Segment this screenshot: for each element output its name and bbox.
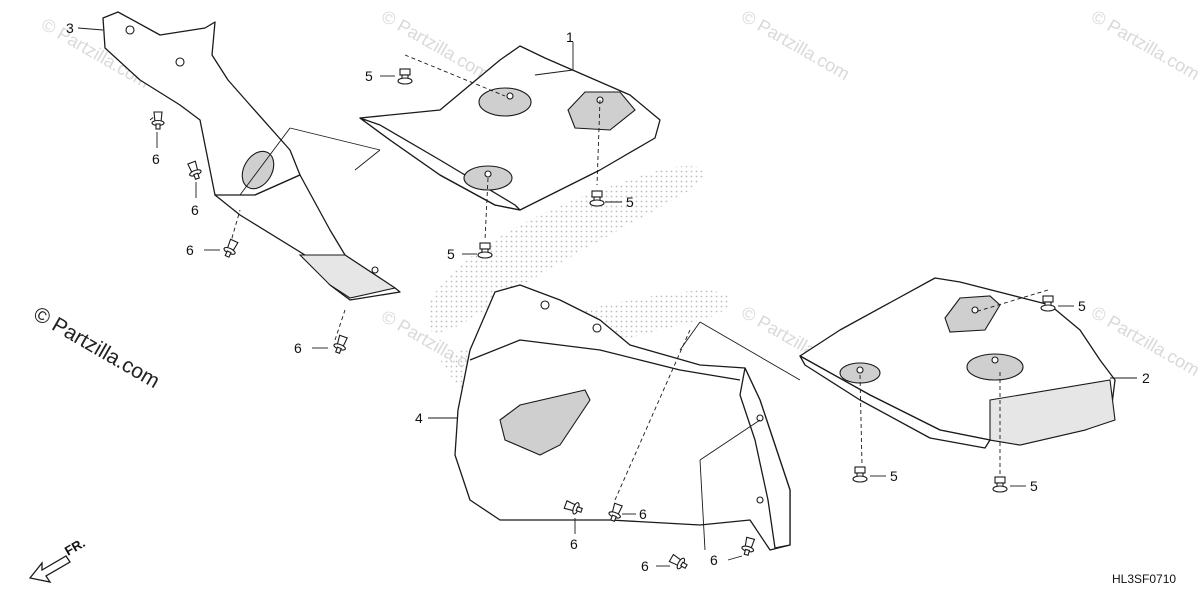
clip-icon [739,536,757,557]
clip-icon [185,160,204,182]
callout-bolt: 5 [365,68,373,84]
callout-part-3: 3 [66,20,74,36]
callout-part-2: 2 [1142,370,1150,386]
callout-clip: 6 [294,340,302,356]
callout-bolt: 5 [626,194,634,210]
callout-bolt: 5 [1078,298,1086,314]
bolt-icon [397,68,413,85]
callout-labels: 3 1 4 2 5 5 5 5 5 5 6 6 6 6 6 6 6 6 [66,20,1150,574]
callout-clip: 6 [710,552,718,568]
clip-icon [667,552,690,573]
clip-icon [331,334,350,356]
front-arrow-icon [28,555,71,583]
callout-clip: 6 [570,536,578,552]
callout-clip: 6 [641,558,649,574]
part-1-shield [359,45,661,211]
watermark-primary: © Partzilla.com [30,302,164,393]
bolt-icon [852,466,868,483]
front-arrow-label: FR. [62,535,88,558]
callout-bolt: 5 [447,246,455,262]
dashed-guides [149,54,1049,501]
front-arrow: FR. [28,535,88,583]
part-4-side-cover [454,284,791,551]
part-2-shield [799,277,1116,449]
callout-bolt: 5 [1030,478,1038,494]
callout-clip: 6 [152,151,160,167]
part-3-bracket [102,11,401,301]
watermark-faint: © Partzilla.com [378,6,493,84]
diagram-code: HL3SF0710 [1112,572,1176,586]
callout-bolt: 5 [890,468,898,484]
callout-part-4: 4 [415,410,423,426]
callout-ticks [156,75,1074,567]
bolt-icon [992,476,1008,493]
clip-icon [221,237,241,260]
callout-clip: 6 [186,242,194,258]
callout-part-1: 1 [566,29,574,45]
watermark-faint: © Partzilla.com [738,6,853,84]
callout-clip: 6 [639,506,647,522]
watermark-faint: © Partzilla.com [1088,6,1200,84]
callout-clip: 6 [191,202,199,218]
clip-icon [151,111,165,130]
